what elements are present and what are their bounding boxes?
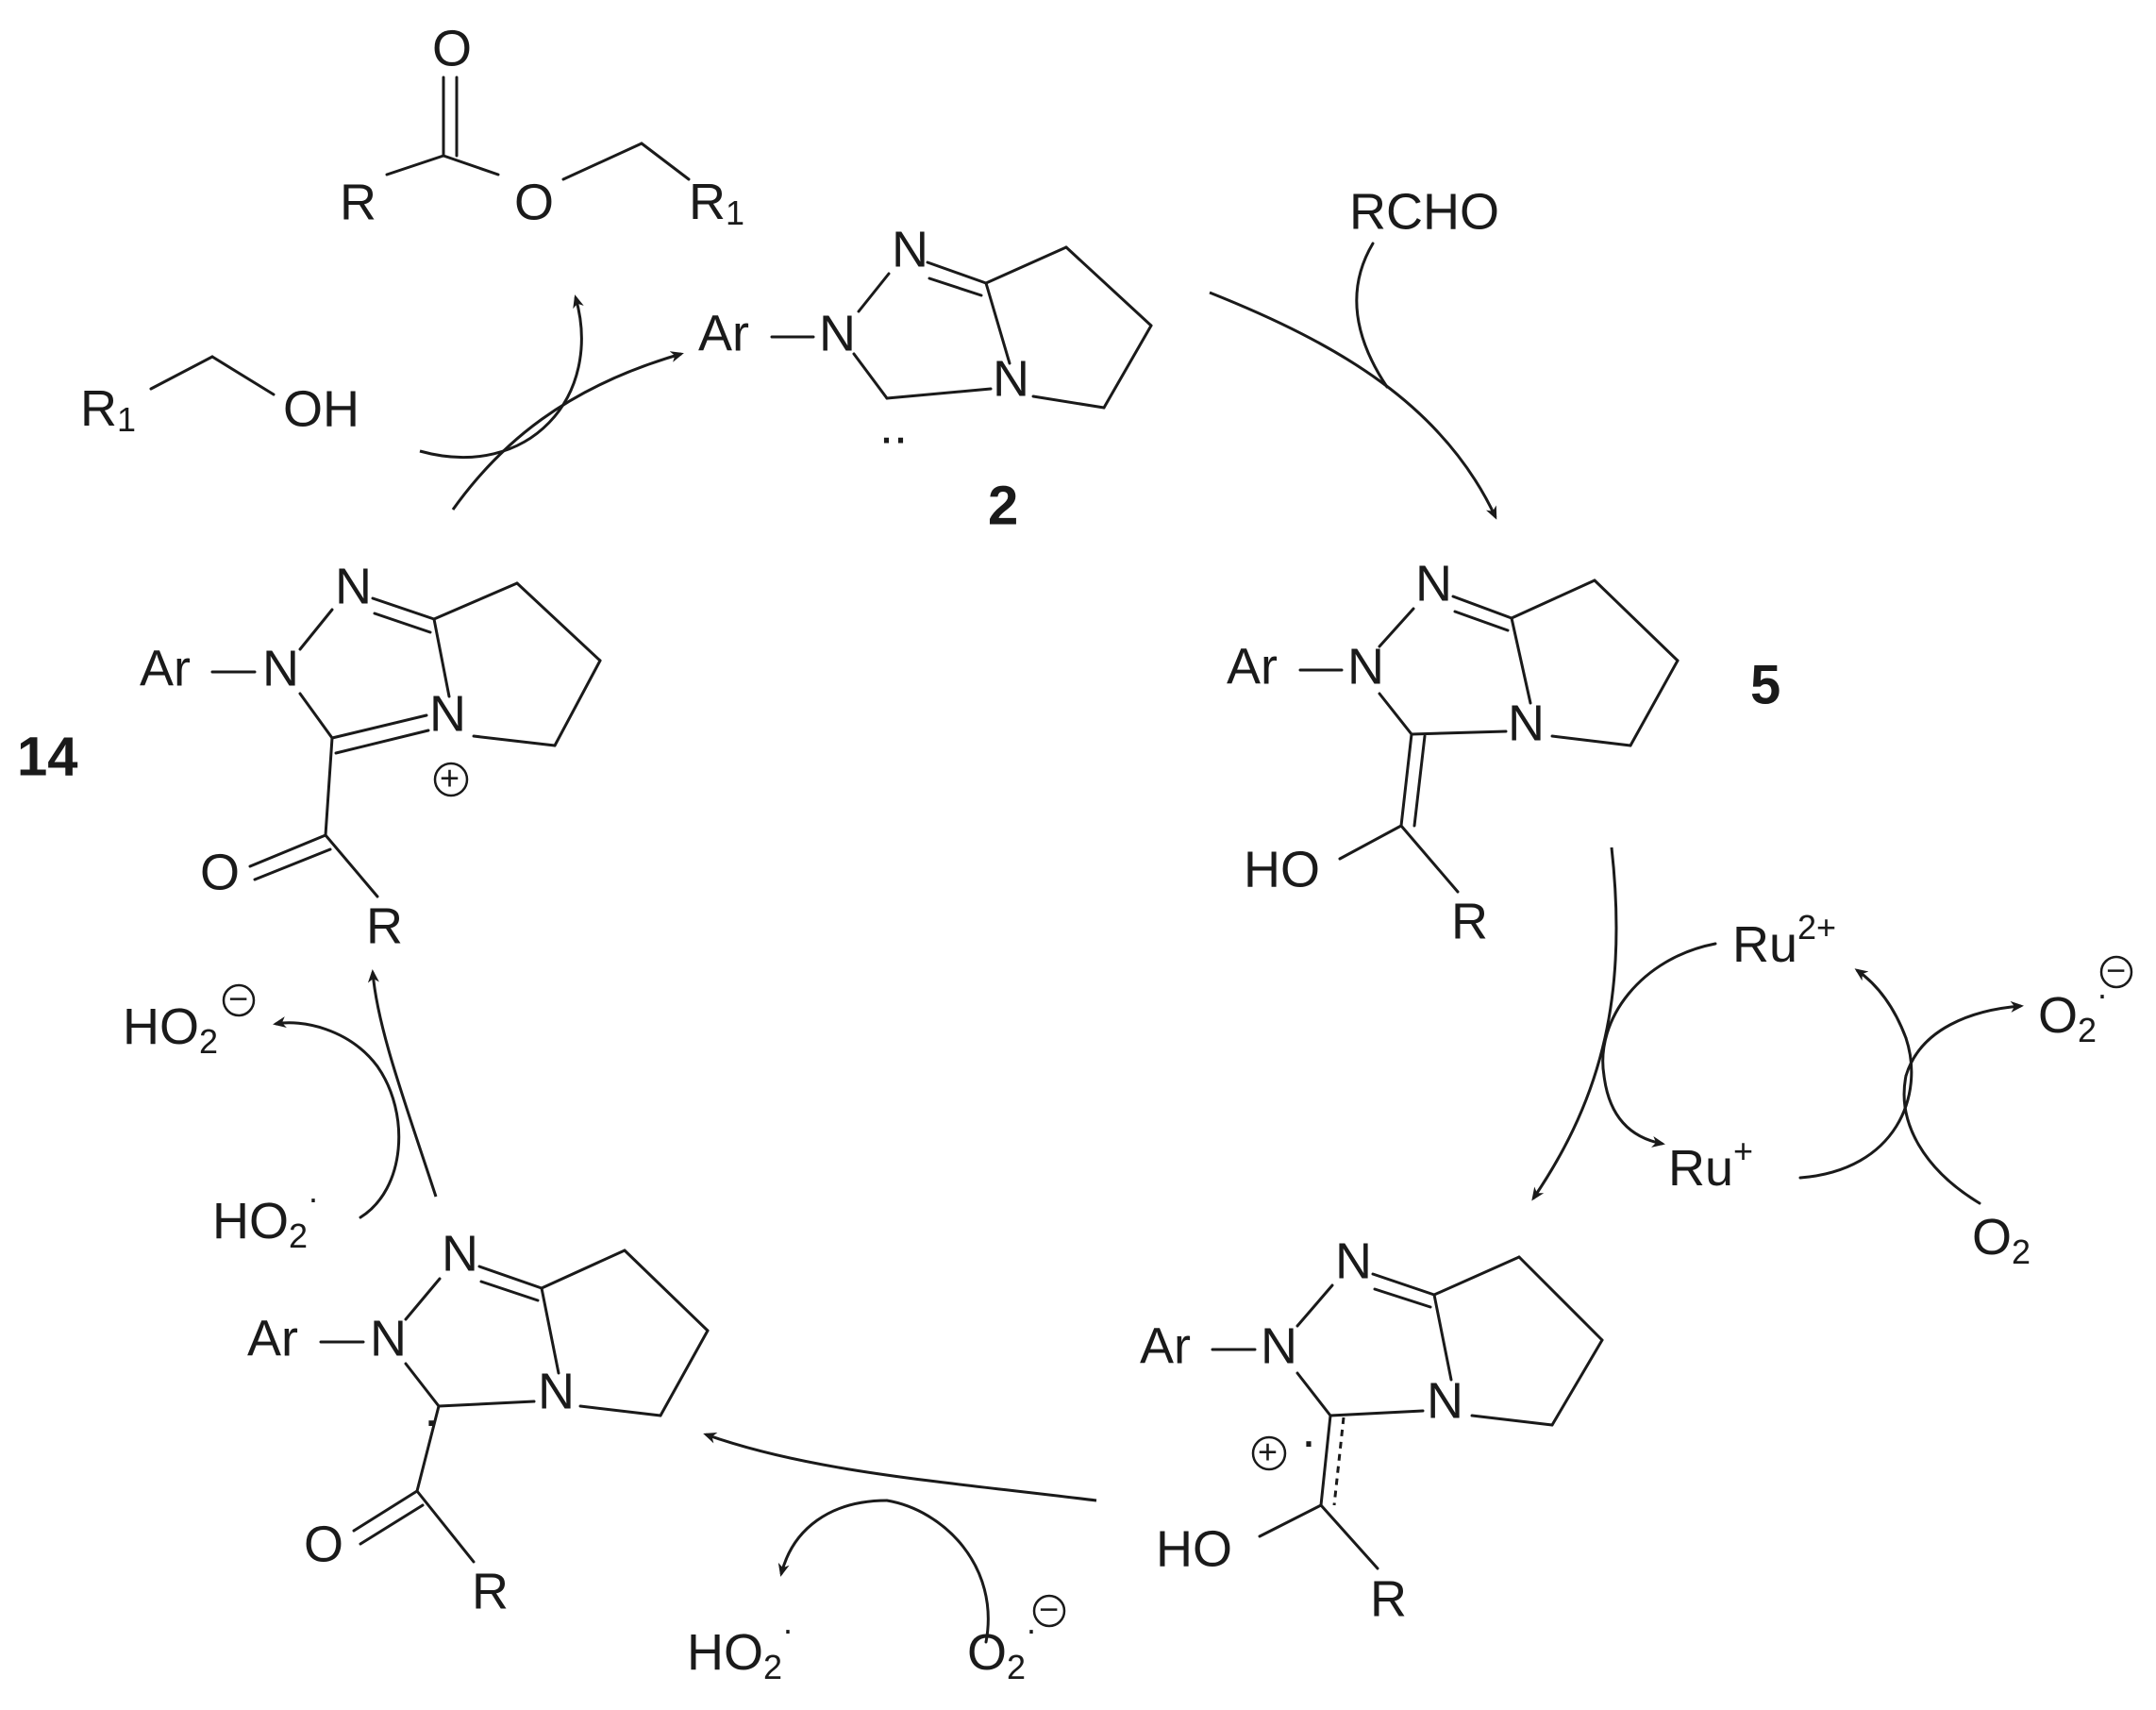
ho2-anion: HO2 <box>123 998 218 1060</box>
arrow-to-ho2-bottom <box>777 1499 888 1577</box>
az-n2: N <box>262 640 299 696</box>
az-n1: N <box>335 558 372 614</box>
enol-ho: HO <box>1244 841 1320 897</box>
alcohol-reagent: R1 OH <box>80 355 359 439</box>
radical-cation-intermediate: Ar N N N + · HO R <box>1140 1232 1604 1627</box>
arrow-to-carbene <box>451 351 684 511</box>
ho2-anion-minus: − <box>228 980 248 1018</box>
ar2-radical-dot: · <box>423 1391 440 1448</box>
ar2-n2: N <box>370 1310 407 1366</box>
az-plus-charge <box>433 762 469 797</box>
carbene-n2: N <box>819 305 856 361</box>
ester-product: O R O R1 <box>340 20 744 231</box>
az-ar: Ar <box>140 640 191 696</box>
ar2-o: O <box>304 1516 343 1572</box>
ester-r1: R1 <box>689 174 744 231</box>
ho2-anion-charge <box>222 983 256 1017</box>
arrow-enol-to-radical-cation <box>1531 847 1618 1201</box>
rc-ar: Ar <box>1140 1317 1191 1374</box>
arrow-o2-to-superoxide <box>1904 1000 2024 1077</box>
ho2-bottom: HO2· <box>687 1610 794 1686</box>
arrow-acyl-radical-to-azolium <box>367 969 438 1198</box>
ru2-to-ru1-curve-in <box>1601 942 1717 1078</box>
rc-ho: HO <box>1156 1520 1232 1577</box>
ruthenium-cycle: Ru2+ Ru+ O2· − O2 <box>1531 847 2133 1271</box>
aldehyde-reagent: RCHO <box>1349 183 1499 240</box>
rc-radical-dot: · <box>1300 1412 1317 1468</box>
az-o: O <box>200 844 240 900</box>
ester-carbonyl-o: O <box>432 20 472 76</box>
superoxide-right-minus: − <box>2106 951 2126 990</box>
rc-n4: N <box>1427 1372 1463 1429</box>
arrow-alcohol-to-ester <box>419 294 584 459</box>
carbene-n1: N <box>892 221 928 277</box>
rcho-entry-curve <box>1355 242 1389 389</box>
ho2-radical-left: HO2· <box>212 1179 319 1255</box>
breslow-intermediate-5: Ar N N N HO R 5 <box>1227 555 1780 949</box>
ru2-label: Ru2+ <box>1732 908 1836 974</box>
ester-r: R <box>340 174 376 230</box>
rc-n1: N <box>1335 1232 1372 1289</box>
rc-n2: N <box>1261 1317 1297 1374</box>
ar2-n1: N <box>442 1225 478 1282</box>
arrow-to-enol <box>1209 291 1497 520</box>
arrow-to-ho2-anion <box>273 1016 379 1067</box>
superoxide-in-curve <box>885 1499 990 1644</box>
ester-o: O <box>514 174 554 230</box>
ru1-to-ru2-curve <box>1798 1036 1914 1180</box>
carbene-n4: N <box>993 350 1029 407</box>
ho2-in-curve <box>359 1065 401 1219</box>
ar2-r: R <box>472 1563 509 1619</box>
ar2-ar: Ar <box>247 1310 298 1366</box>
carbene-lone-pair: .. <box>879 397 908 454</box>
alcohol-oh: OH <box>283 380 359 437</box>
superoxide-bottom-minus: − <box>1039 1590 1059 1629</box>
arrow-ru1-to-ru2 <box>1854 968 1908 1039</box>
carbene-2: Ar N N N .. 2 <box>698 221 1153 536</box>
o2-reduction-in <box>1902 1074 1981 1205</box>
superoxide-bottom: O2· <box>967 1610 1037 1686</box>
arrow-ru2-to-ru1 <box>1602 1075 1665 1148</box>
oxygen-right: O2 <box>1972 1209 2031 1270</box>
enol-ar: Ar <box>1227 638 1278 695</box>
alcohol-r1: R1 <box>80 380 136 438</box>
ru1-label: Ru+ <box>1668 1132 1753 1198</box>
az-r: R <box>366 897 403 954</box>
rc-plus-charge <box>1251 1435 1287 1471</box>
carbene-ar: Ar <box>698 305 749 361</box>
acyl-radical-intermediate: Ar N N N · O R <box>247 1225 710 1619</box>
az-plus-sign: + <box>440 759 460 797</box>
compound-number-14: 14 <box>17 726 78 787</box>
compound-number-2: 2 <box>988 475 1018 536</box>
enol-n4: N <box>1508 695 1545 751</box>
arrow-radical-cation-to-acyl-radical <box>703 1433 1097 1502</box>
superoxide-right: O2· <box>2038 975 2108 1049</box>
compound-number-5: 5 <box>1750 654 1780 715</box>
enol-r: R <box>1451 893 1488 949</box>
rc-r: R <box>1370 1570 1407 1627</box>
enol-n2: N <box>1347 638 1384 695</box>
superoxide-right-charge <box>2099 955 2133 989</box>
ar2-n4: N <box>538 1363 575 1419</box>
rc-plus-sign: + <box>1258 1433 1278 1471</box>
enol-n1: N <box>1415 555 1452 612</box>
superoxide-bottom-charge <box>1032 1594 1066 1628</box>
acyl-azolium-14: Ar N N N + O R 14 <box>17 558 602 954</box>
